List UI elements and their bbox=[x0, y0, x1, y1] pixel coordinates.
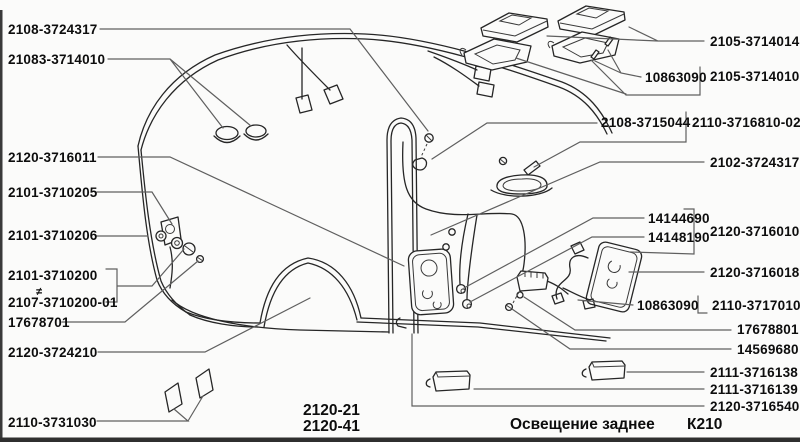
connector-block bbox=[504, 270, 549, 312]
part-label: 2110-3716810-02 bbox=[692, 115, 800, 130]
license-lamp-parts bbox=[155, 216, 390, 333]
part-label: 10863090 bbox=[637, 298, 699, 313]
part-label: 2101-3710206 bbox=[8, 228, 98, 243]
harness-connector-icon bbox=[476, 81, 495, 98]
reflector-icon bbox=[195, 368, 214, 399]
bulb-socket-icon bbox=[461, 298, 473, 310]
leader-lines bbox=[61, 26, 732, 422]
part-label: 2110-3731030 bbox=[8, 415, 97, 430]
callout-labels-right: 2105-3714014 10863090 2105-3714010 2108-… bbox=[601, 34, 800, 414]
part-label: 2120-3716010 bbox=[710, 224, 799, 239]
part-label: 2111-3716139 bbox=[710, 382, 798, 397]
reflector-icon bbox=[164, 382, 183, 413]
part-label: 14569680 bbox=[737, 342, 799, 357]
grommet-icon bbox=[215, 125, 239, 141]
side-lamp-icon bbox=[432, 370, 471, 392]
grommet-icon bbox=[245, 124, 267, 138]
hatch-screw-and-clip bbox=[412, 133, 434, 171]
part-label: 2101-3710200 bbox=[8, 268, 97, 283]
car-body-outline bbox=[137, 32, 613, 342]
harness-connector-icon bbox=[582, 298, 596, 310]
part-label: 2101-3710205 bbox=[8, 185, 98, 200]
reflectors bbox=[164, 368, 214, 413]
sheet-code: К210 bbox=[687, 416, 722, 433]
dome-lamps bbox=[459, 5, 626, 71]
part-label: 2120-3716011 bbox=[8, 150, 97, 165]
footer: 2120-21 2120-41 Освещение заднее К210 bbox=[303, 402, 722, 435]
wire-ring-icon bbox=[442, 243, 450, 251]
part-label: 17678801 bbox=[737, 322, 799, 337]
screw-icon bbox=[590, 49, 600, 60]
bulb-socket-icon bbox=[455, 283, 467, 295]
wire-ring-icon bbox=[448, 228, 456, 236]
part-label: 2108-3724317 bbox=[8, 22, 97, 37]
gasket-ring-icon bbox=[155, 230, 167, 242]
part-label: 2102-3724317 bbox=[710, 155, 799, 170]
part-label: 2120-3716540 bbox=[710, 399, 799, 414]
grommets bbox=[213, 124, 269, 144]
part-label: 17678701 bbox=[8, 315, 70, 330]
part-label: 2107-3710200-01 bbox=[8, 295, 118, 310]
lamp-clip-icon bbox=[425, 378, 431, 388]
clip-icon bbox=[412, 157, 428, 171]
part-label: 2105-3714014 bbox=[710, 34, 800, 49]
part-label: 2120-3716018 bbox=[710, 265, 800, 280]
lamp-clip-icon bbox=[581, 368, 587, 378]
variant-code: 2120-21 bbox=[303, 402, 360, 419]
clip-icon bbox=[516, 291, 524, 299]
part-label: 10863090 bbox=[645, 70, 707, 85]
tail-lamp-cluster bbox=[407, 248, 455, 316]
left-edge-bar bbox=[0, 10, 3, 442]
dome-lamp-icon bbox=[480, 12, 549, 43]
variant-code: 2120-41 bbox=[303, 418, 360, 435]
right-lamp-housing bbox=[551, 241, 643, 313]
dome-lamp-icon bbox=[557, 5, 626, 36]
not-equal-note: ≠ bbox=[36, 286, 42, 298]
lamp-clip-icon bbox=[395, 317, 407, 329]
bumper-lamps bbox=[425, 360, 626, 392]
tail-lamp-icon bbox=[407, 248, 455, 316]
harness-connector-icon bbox=[323, 84, 344, 105]
part-label: 2120-3724210 bbox=[8, 345, 97, 360]
part-label: 14148190 bbox=[648, 230, 710, 245]
side-lamp-icon bbox=[588, 360, 626, 381]
diagram-caption: Освещение заднее bbox=[510, 416, 655, 433]
part-label: 21083-3714010 bbox=[8, 52, 105, 67]
callout-labels-left: 2108-3724317 21083-3714010 2120-3716011 … bbox=[8, 22, 118, 430]
stop-lamp-assembly bbox=[490, 156, 553, 197]
dome-lamp-base-icon bbox=[551, 31, 620, 64]
harness-connector-icon bbox=[551, 292, 565, 305]
part-label: 14144690 bbox=[648, 211, 710, 226]
bracket-clip-icon bbox=[523, 160, 541, 176]
rear-harness bbox=[401, 141, 569, 310]
harness-connector-icon bbox=[295, 94, 313, 114]
bottom-edge-bar bbox=[0, 437, 800, 442]
part-label: 2108-3715044 bbox=[601, 115, 691, 130]
harness-connector-icon bbox=[570, 241, 585, 255]
gasket-ring-icon bbox=[170, 236, 184, 250]
part-label: 2110-3717010 bbox=[712, 298, 800, 313]
part-label: 2111-3716138 bbox=[710, 365, 798, 380]
dome-lamp-base-icon bbox=[463, 38, 532, 71]
roof-harness bbox=[286, 44, 495, 114]
part-label: 2105-3714010 bbox=[710, 69, 799, 84]
